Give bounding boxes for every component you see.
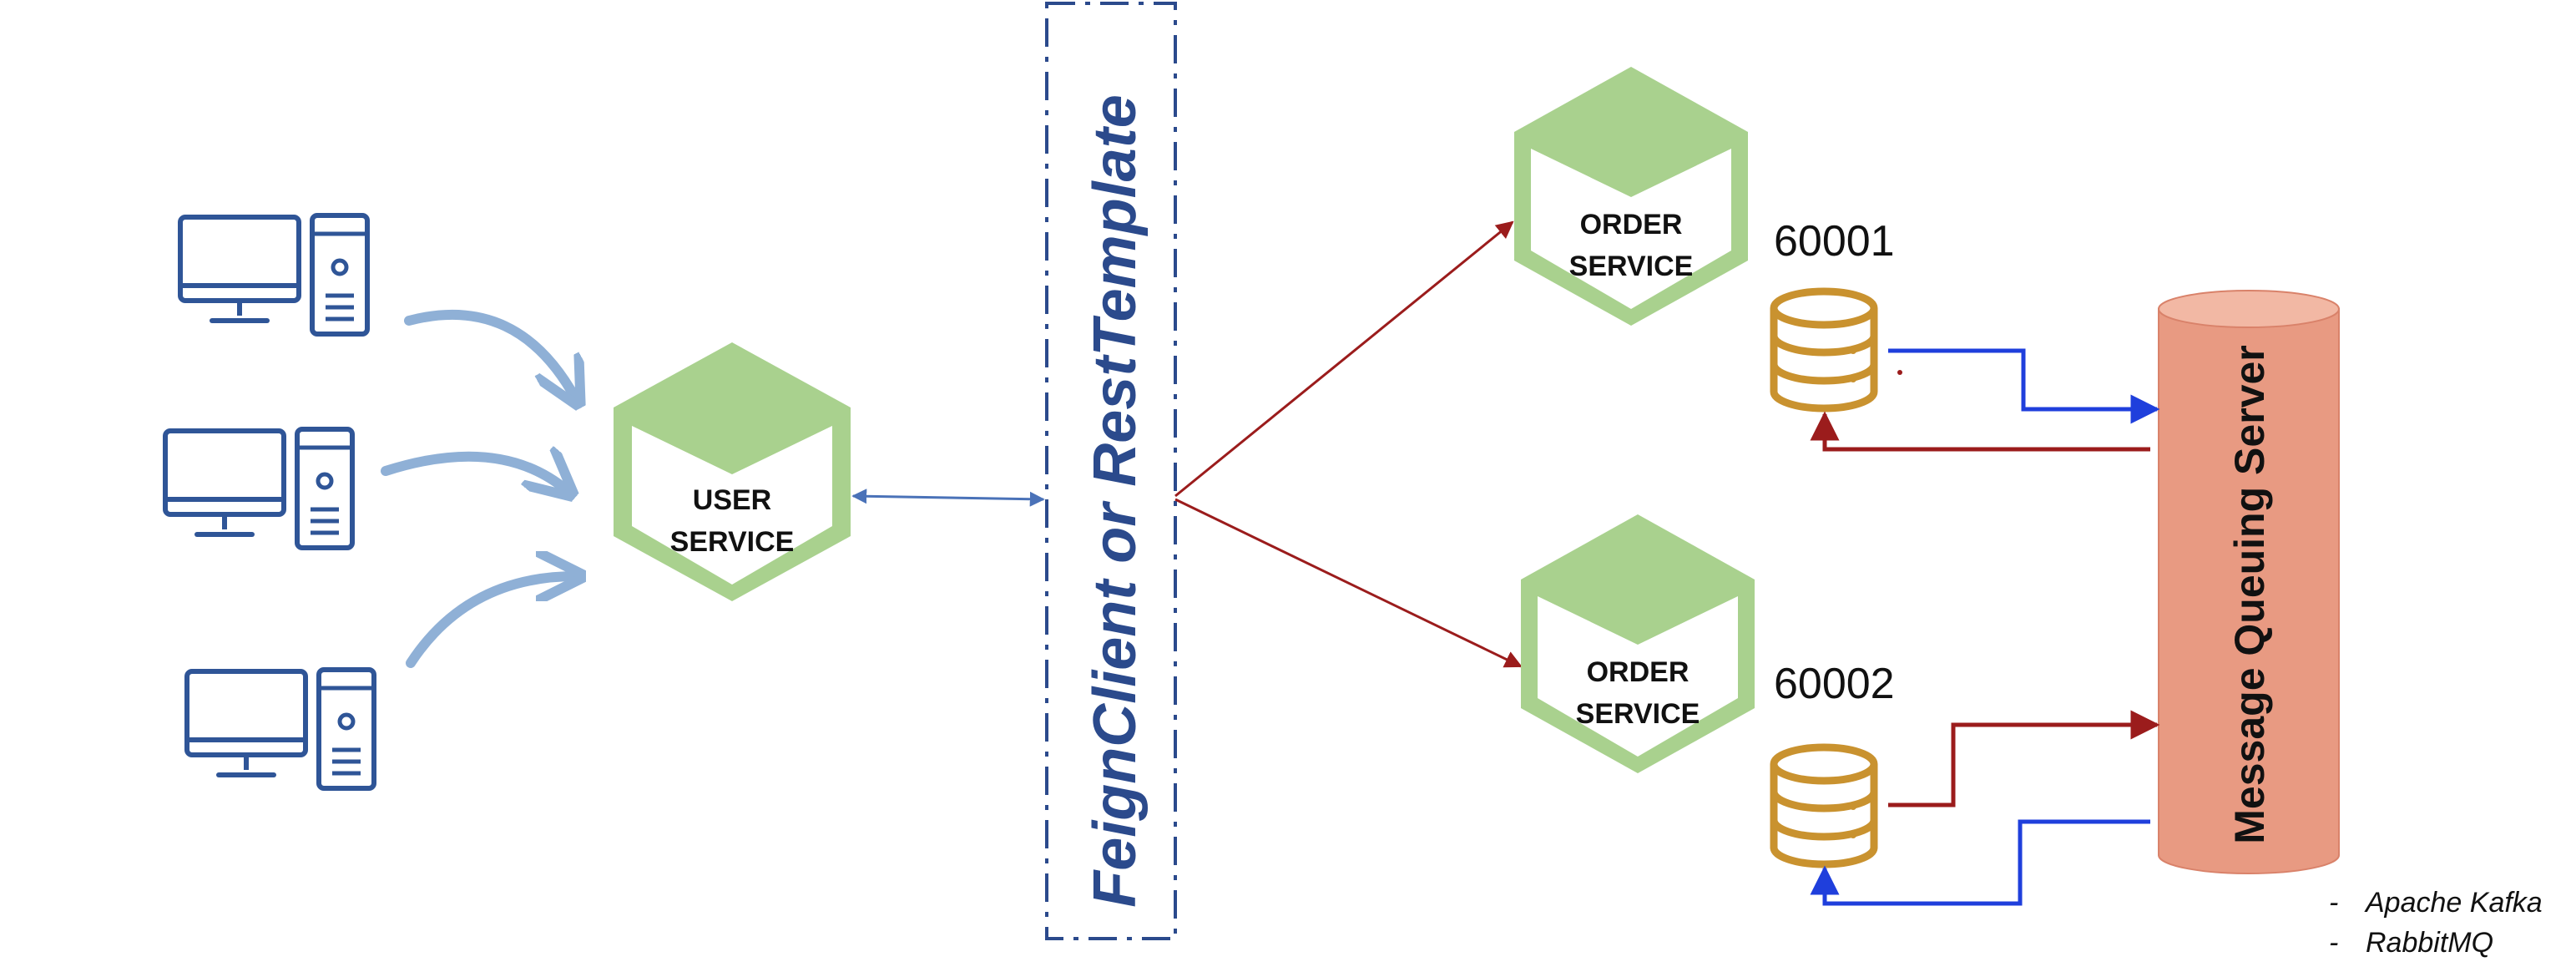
- client-computer-1: [180, 215, 367, 334]
- message-queue-label: Message Queuing Server: [2226, 345, 2273, 843]
- order-service-1-port: 60001: [1774, 217, 1895, 266]
- queue-to-db1-arrow: [1810, 411, 2150, 452]
- client-computer-2: [165, 429, 352, 548]
- queue-to-db2-arrow: [1810, 819, 2150, 906]
- database-icon: [1774, 747, 1874, 864]
- client-computer-3: [187, 670, 374, 788]
- desktop-computer-icon: [180, 215, 367, 334]
- message-queue-cylinder: Message Queuing Server: [2158, 290, 2340, 874]
- order-database-1: [1774, 291, 1874, 408]
- desktop-computer-icon: [187, 670, 374, 788]
- gateway-to-order-service-1-arrow: [1174, 220, 1514, 498]
- database-icon: [1774, 291, 1874, 408]
- user-to-gateway-link: [851, 489, 1045, 507]
- order-service-2-port: 60002: [1774, 660, 1895, 708]
- gateway-to-order-service-2-arrow: [1174, 498, 1523, 668]
- note-item-rabbitmq: RabbitMQ: [2366, 927, 2493, 959]
- note-dash-2: -: [2329, 927, 2338, 959]
- user-service-label-line1: USER: [693, 484, 771, 516]
- db2-to-queue-arrow: [1888, 710, 2160, 807]
- order-service-1-label-line1: ORDER: [1580, 209, 1683, 240]
- stray-dot: [1897, 370, 1902, 375]
- note-dash-1: -: [2329, 887, 2338, 919]
- order-service-2-label-line2: SERVICE: [1576, 698, 1700, 730]
- gateway-label: FeignClient or RestTemplate: [1082, 94, 1149, 907]
- order-database-2: [1774, 747, 1874, 864]
- user-service-node: USER SERVICE: [614, 342, 851, 601]
- note-item-apache-kafka: Apache Kafka: [2364, 887, 2543, 919]
- client-request-arrow-3: [406, 576, 576, 668]
- desktop-computer-icon: [165, 429, 352, 548]
- order-service-2-label-line1: ORDER: [1587, 656, 1690, 688]
- order-service-1-node: ORDER SERVICE: [1514, 67, 1748, 326]
- client-request-arrow-2: [381, 457, 568, 491]
- order-service-2-node: ORDER SERVICE: [1521, 514, 1755, 773]
- gateway-box: FeignClient or RestTemplate: [1045, 2, 1177, 940]
- db1-to-queue-arrow: [1888, 348, 2160, 424]
- user-service-label-line2: SERVICE: [670, 526, 795, 558]
- order-service-1-label-line2: SERVICE: [1569, 251, 1694, 282]
- client-request-arrow-1: [404, 309, 576, 399]
